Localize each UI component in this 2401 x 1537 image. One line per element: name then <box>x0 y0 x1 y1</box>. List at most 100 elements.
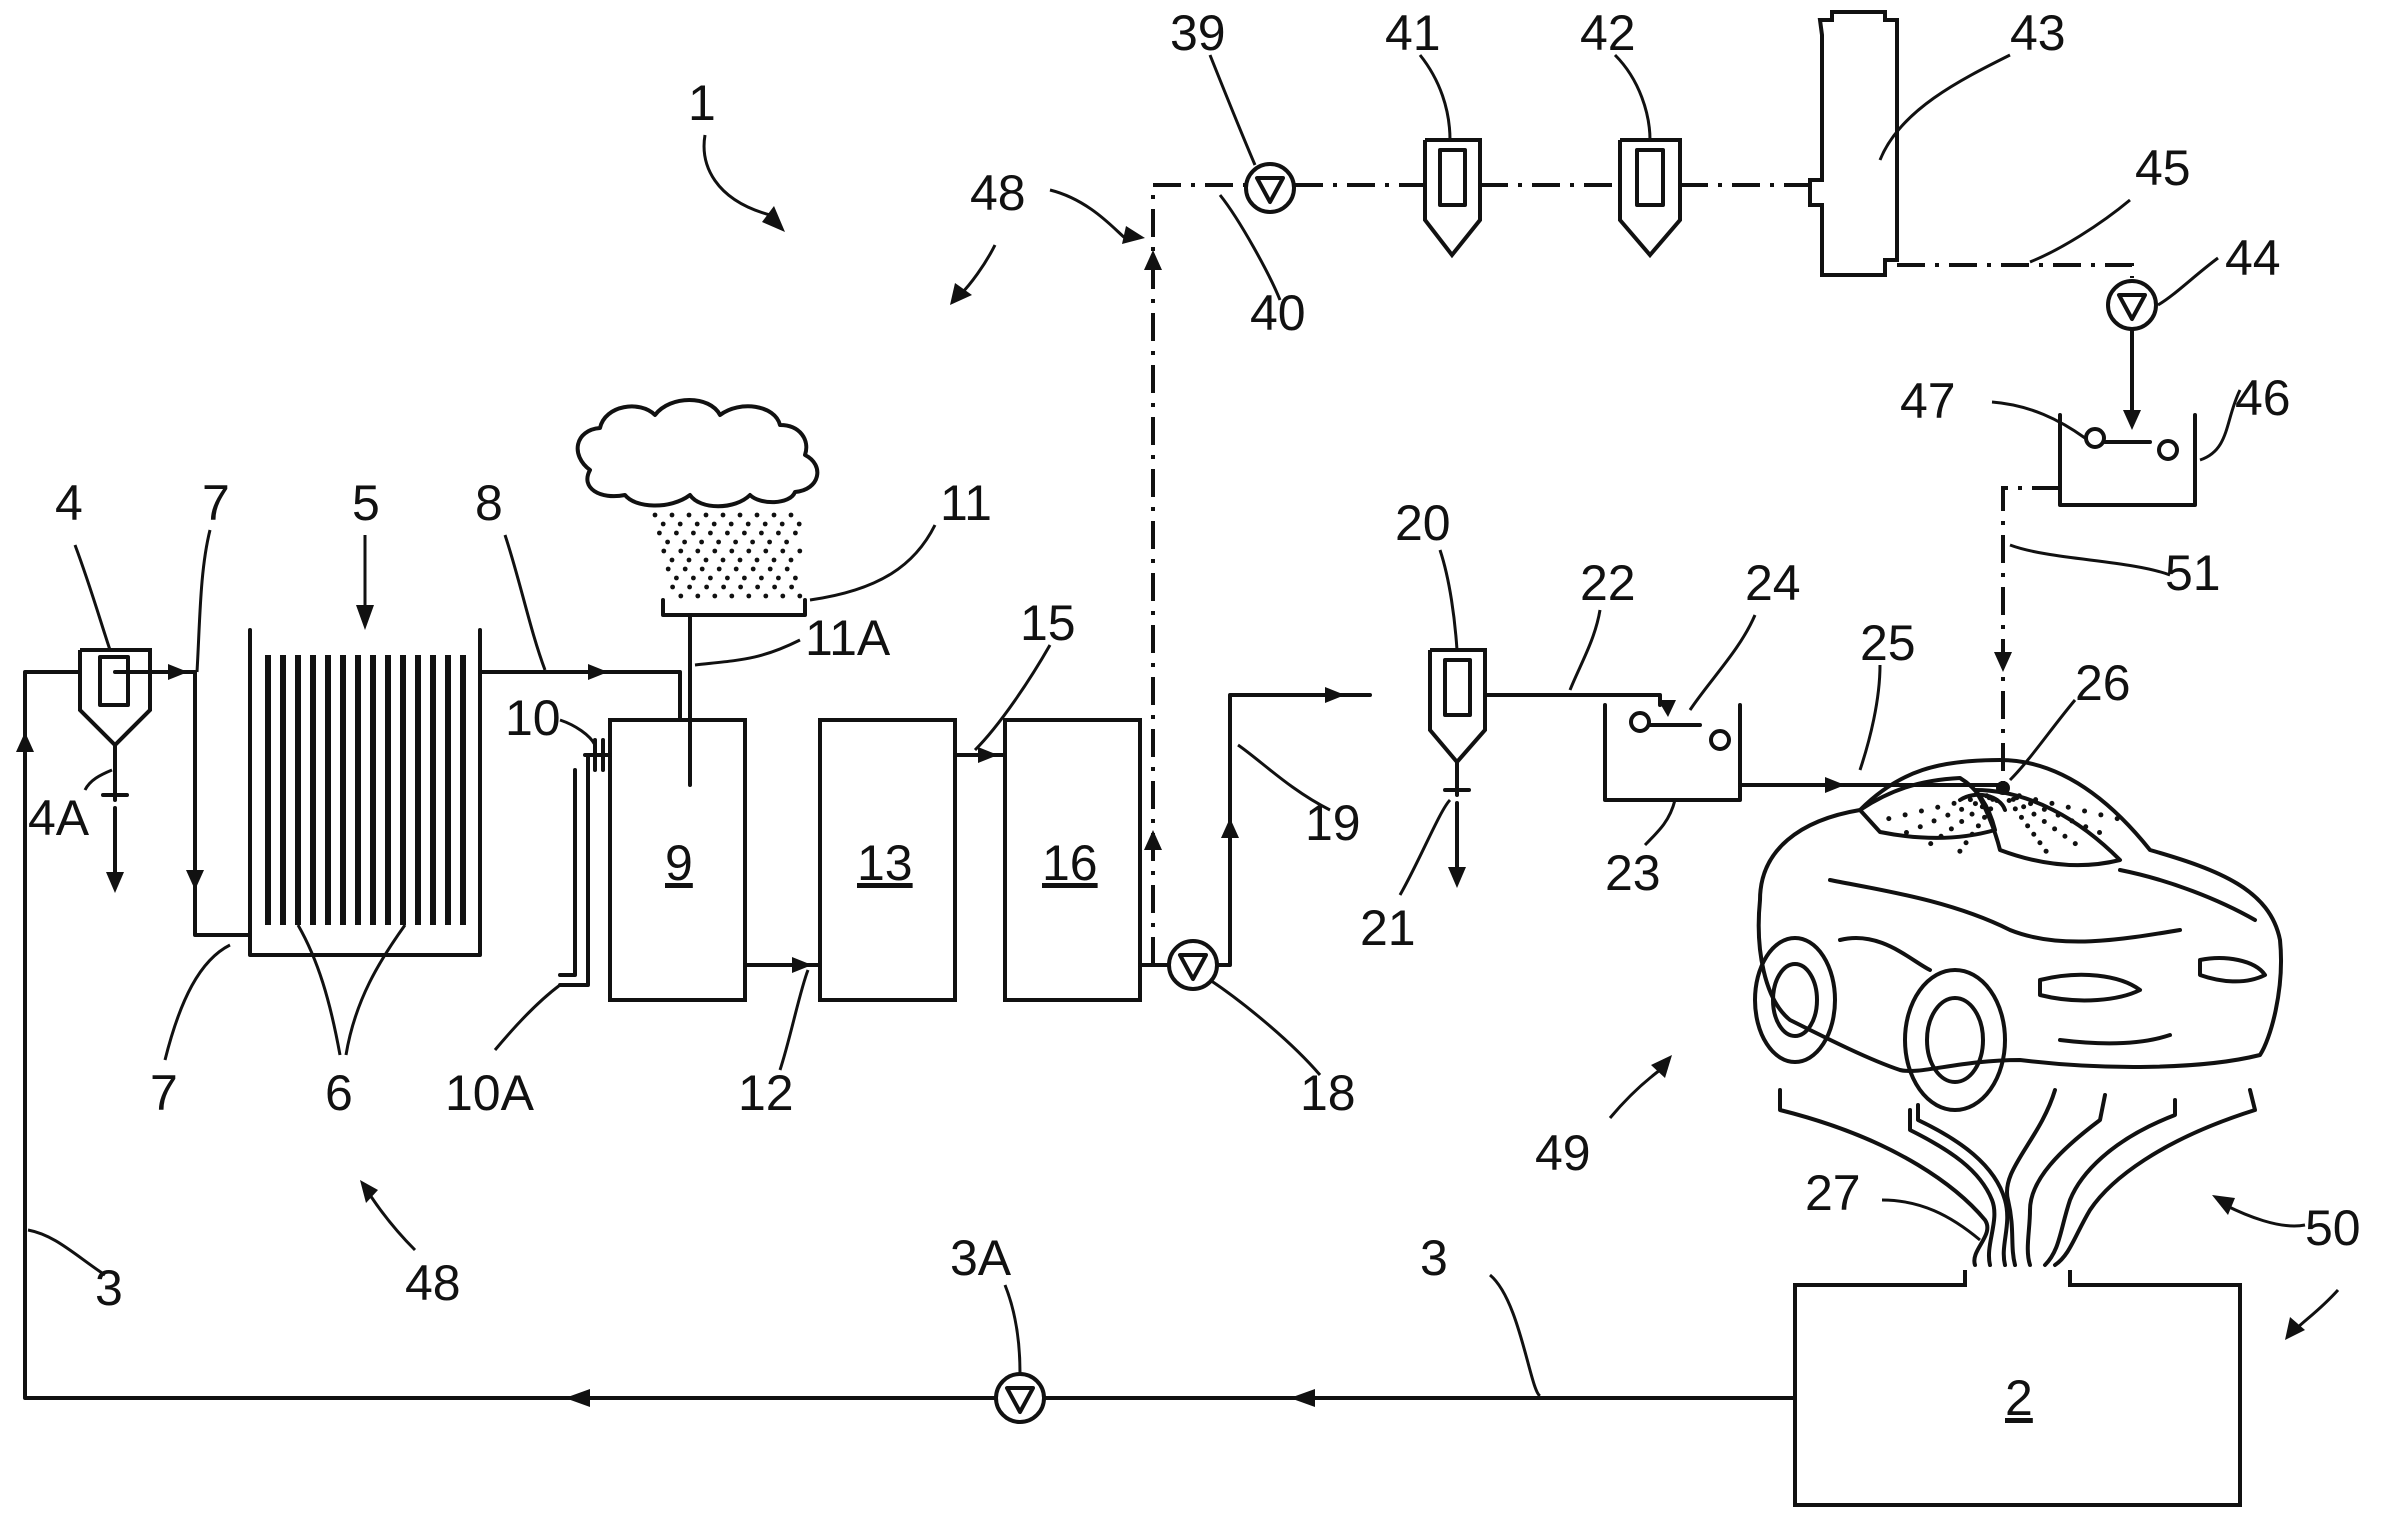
rain-drop <box>780 548 786 554</box>
label-21: 21 <box>1360 900 1416 956</box>
rain-drop <box>720 512 726 518</box>
filter-42 <box>1618 138 1682 259</box>
label-1: 1 <box>688 75 716 131</box>
spray-droplet <box>2041 818 2047 824</box>
label-18: 18 <box>1300 1065 1356 1121</box>
runoff-streams <box>1778 1088 2257 1267</box>
label-48-top: 48 <box>970 165 1026 221</box>
spray-droplet <box>1917 824 1923 830</box>
tank-46 <box>2058 413 2197 507</box>
rain-cloud <box>575 398 820 509</box>
rain-drop <box>694 521 700 527</box>
rain-drop <box>728 521 734 527</box>
rain-drop <box>754 512 760 518</box>
line-12 <box>743 957 822 973</box>
return-line-3 <box>16 670 1797 1407</box>
spray-droplet <box>1902 812 1908 818</box>
rain-drop <box>682 539 687 545</box>
label-19: 19 <box>1305 795 1361 851</box>
filter-41 <box>1423 138 1482 259</box>
spray-droplet <box>1945 812 1951 818</box>
rain-drop <box>678 548 684 554</box>
spray-droplet <box>2018 814 2024 820</box>
line-25 <box>1738 777 2005 793</box>
unit-43 <box>1808 10 1899 277</box>
rain-drops <box>652 512 803 599</box>
label-3-left: 3 <box>95 1260 123 1316</box>
label-50: 50 <box>2305 1200 2361 1256</box>
rain-drop <box>789 584 794 590</box>
spray-droplet <box>2021 804 2027 810</box>
rain-drop <box>665 566 671 572</box>
spray-droplet <box>1951 800 1957 806</box>
rain-drop <box>767 566 773 572</box>
rain-drop <box>678 593 684 599</box>
rain-drop <box>750 539 755 545</box>
rain-drop <box>695 548 701 554</box>
rain-drop <box>669 557 675 563</box>
spray-droplet <box>1931 818 1937 824</box>
rain-drop <box>750 566 756 572</box>
rain-drop <box>759 530 764 536</box>
rain-drop <box>695 593 701 599</box>
rain-drop <box>746 548 752 554</box>
pump-3a <box>994 1372 1046 1424</box>
inlet-10 <box>558 738 612 987</box>
label-40: 40 <box>1250 285 1306 341</box>
rain-drop <box>742 575 747 581</box>
car <box>1753 758 2283 1112</box>
rain-drop <box>699 539 704 545</box>
rain-drop <box>763 593 769 599</box>
spray-droplet <box>1935 804 1941 810</box>
rain-drop <box>797 593 803 599</box>
unit-16 <box>1003 718 1142 1002</box>
label-26: 26 <box>2075 655 2131 711</box>
rain-drop <box>784 539 789 545</box>
spray-droplet <box>2072 841 2078 847</box>
rain-drop <box>797 548 803 554</box>
rain-drop <box>674 530 679 536</box>
label-45: 45 <box>2135 140 2191 196</box>
rain-drop <box>703 557 709 563</box>
rain-drop <box>711 521 717 527</box>
label-4A: 4A <box>28 790 90 846</box>
label-46: 46 <box>2235 370 2291 426</box>
label-23: 23 <box>1605 845 1661 901</box>
spray-droplet <box>2082 808 2088 814</box>
spray-droplet <box>1918 808 1924 814</box>
rain-drop <box>691 575 696 581</box>
rain-drop <box>691 530 696 536</box>
label-49: 49 <box>1535 1125 1591 1181</box>
label-22: 22 <box>1580 555 1636 611</box>
label-15: 15 <box>1020 595 1076 651</box>
rain-drop <box>687 584 692 590</box>
label-6: 6 <box>325 1065 353 1121</box>
spray-droplet <box>1948 826 1954 832</box>
rain-drop <box>742 530 747 536</box>
label-12: 12 <box>738 1065 794 1121</box>
tank-2 <box>1793 1270 2242 1507</box>
spray-droplet <box>2065 804 2071 810</box>
line-22 <box>1483 693 1662 707</box>
membrane-plates-6 <box>265 655 466 925</box>
spray-droplet <box>2031 831 2037 837</box>
label-51: 51 <box>2165 545 2221 601</box>
rain-drop <box>771 512 777 518</box>
rain-drop <box>733 539 738 545</box>
rain-drop <box>660 521 666 527</box>
rain-drop <box>652 512 658 518</box>
label-27: 27 <box>1805 1165 1861 1221</box>
spray-droplet <box>2043 848 2049 854</box>
spray-droplet <box>2010 796 2016 802</box>
rain-drop <box>779 521 785 527</box>
label-11: 11 <box>940 475 992 531</box>
rain-drop <box>712 548 718 554</box>
rain-drop <box>708 575 713 581</box>
rain-drop <box>670 584 675 590</box>
pump-18 <box>1167 939 1219 991</box>
pump-39 <box>1244 162 1296 214</box>
rain-drop <box>759 575 764 581</box>
rain-drop <box>657 530 662 536</box>
spray-droplet <box>2052 826 2058 832</box>
rain-drop <box>745 521 751 527</box>
